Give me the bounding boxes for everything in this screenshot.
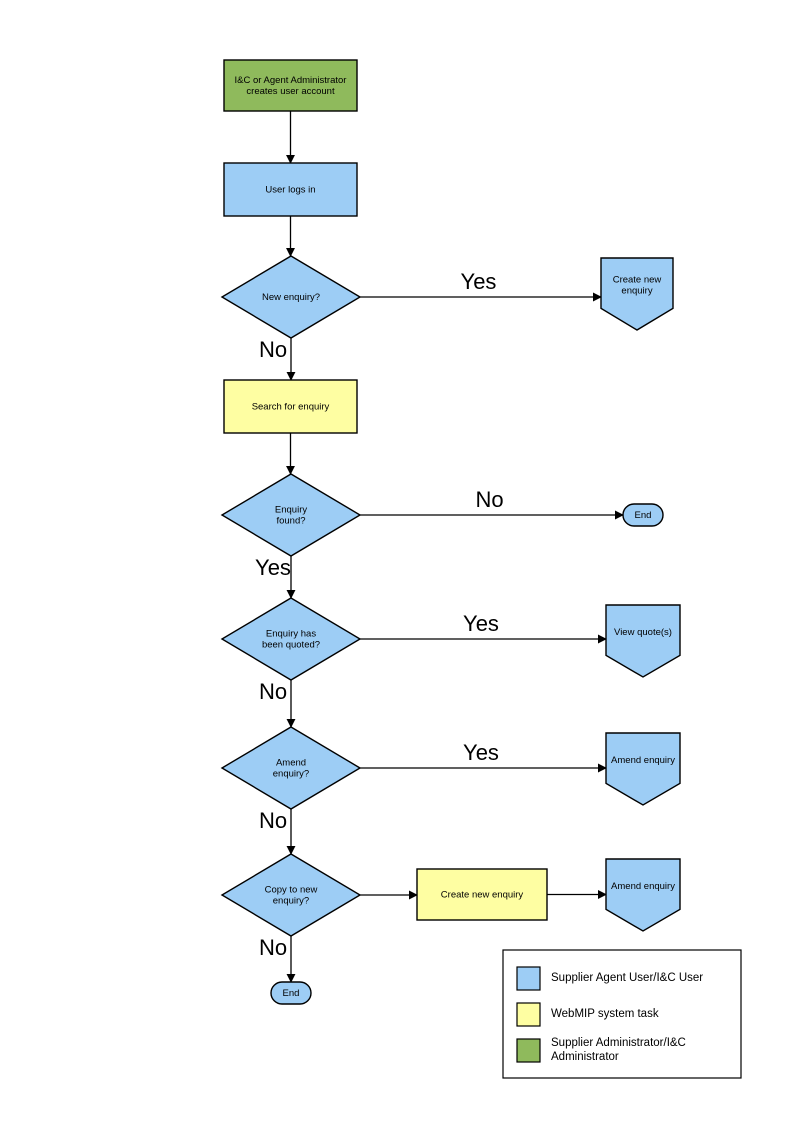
edge-label-e-quoted-no: No [259, 679, 287, 704]
edge-label-e-amend-yes: Yes [463, 740, 499, 765]
node-label-user-logs-in: User logs in [265, 184, 315, 195]
node-label-amend-enquiry-2: Amend enquiry [611, 881, 675, 892]
node-shape-create-new-enquiry-2 [416, 868, 548, 921]
node-label-view-quotes: View quote(s) [614, 627, 672, 638]
node-label-end-2: End [283, 988, 300, 999]
legend-swatch-yellow [516, 1002, 541, 1027]
node-shape-new-enquiry [220, 255, 362, 339]
node-end-2[interactable]: End [270, 981, 312, 1005]
node-shape-amend-enquiry-2 [605, 858, 681, 932]
node-shape-search-for-enquiry [223, 379, 358, 434]
edge-label-e-newenq-yes: Yes [461, 269, 497, 294]
node-label-end-1: End [635, 510, 652, 521]
node-shape-amend-enquiry-decision [220, 726, 362, 810]
edge-e-newenq-no: No [259, 337, 296, 381]
node-shape-create-new-enquiry-1 [600, 257, 674, 331]
edge-label-e-amend-no: No [259, 808, 287, 833]
edge-e-amend-yes: Yes [360, 740, 607, 773]
edge-label-e-copy-no: No [259, 935, 287, 960]
node-shape-end-1 [622, 503, 664, 527]
edge-e-found-no: No [360, 487, 624, 520]
node-amend-enquiry-1[interactable]: Amend enquiry [605, 732, 681, 806]
node-new-enquiry[interactable]: New enquiry? [220, 255, 362, 339]
node-label-amend-enquiry-1: Amend enquiry [611, 755, 675, 766]
legend-swatch-green [516, 1038, 541, 1063]
edge-label-e-found-no: No [475, 487, 503, 512]
legend-container [502, 949, 742, 1079]
node-shape-view-quotes [605, 604, 681, 678]
node-label-search-for-enquiry: Search for enquiry [252, 401, 330, 412]
edge-e-found-yes: Yes [255, 555, 296, 599]
node-shape-end-2 [270, 981, 312, 1005]
edge-label-e-quoted-yes: Yes [463, 611, 499, 636]
node-shape-amend-enquiry-1 [605, 732, 681, 806]
node-shape-enquiry-found [220, 473, 362, 557]
legend-item-1: WebMIP system task [516, 1002, 659, 1027]
node-user-logs-in[interactable]: User logs in [223, 162, 358, 217]
edge-e-quoted-yes: Yes [360, 611, 607, 644]
node-amend-enquiry-2[interactable]: Amend enquiry [605, 858, 681, 932]
node-view-quotes[interactable]: View quote(s) [605, 604, 681, 678]
edge-e-newenq-yes: Yes [360, 269, 602, 302]
legend-label-0: Supplier Agent User/I&C User [551, 972, 703, 984]
node-shape-copy-to-new-enquiry [220, 853, 362, 937]
node-create-new-enquiry-2[interactable]: Create new enquiry [416, 868, 548, 921]
node-search-for-enquiry[interactable]: Search for enquiry [223, 379, 358, 434]
legend-item-0: Supplier Agent User/I&C User [516, 966, 703, 991]
edge-label-e-found-yes: Yes [255, 555, 291, 580]
edge-label-e-newenq-no: No [259, 337, 287, 362]
node-shape-enquiry-quoted [220, 597, 362, 681]
legend-label-1: WebMIP system task [551, 1008, 659, 1020]
node-end-1[interactable]: End [622, 503, 664, 527]
edge-e-quoted-no: No [259, 679, 296, 728]
node-shape-admin-creates-account [223, 59, 358, 112]
node-label-create-new-enquiry-2: Create new enquiry [441, 889, 524, 900]
edge-e-amend-no: No [259, 808, 296, 855]
edge-e-copy-no: No [259, 935, 296, 983]
node-shape-user-logs-in [223, 162, 358, 217]
legend-swatch-blue [516, 966, 541, 991]
node-label-new-enquiry: New enquiry? [262, 292, 320, 303]
